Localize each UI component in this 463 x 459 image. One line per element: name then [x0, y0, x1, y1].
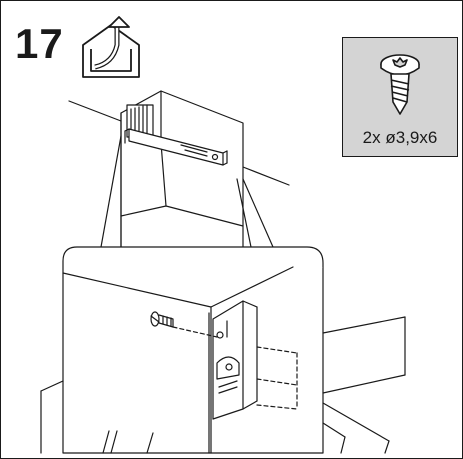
zoom-line-left	[100, 135, 122, 248]
ceiling-line-left	[68, 100, 122, 122]
detail-view	[62, 246, 324, 454]
step-number: 17	[15, 20, 64, 67]
zoom-line-right-inner	[236, 178, 252, 248]
hardware-box: 2x ø3,9x6	[342, 37, 458, 157]
detail-bracket	[212, 300, 258, 420]
hardware-label: 2x ø3,9x6	[362, 128, 438, 147]
hood-panels	[40, 316, 406, 454]
ceiling-line-right	[242, 166, 290, 186]
screw-icon	[380, 54, 420, 115]
chimney-box	[120, 90, 244, 268]
house-ducted-air-icon	[82, 16, 140, 78]
mounting-bracket	[124, 128, 228, 166]
alignment-line	[172, 326, 218, 338]
zoom-line-right	[242, 178, 274, 248]
detail-screw	[150, 311, 174, 328]
